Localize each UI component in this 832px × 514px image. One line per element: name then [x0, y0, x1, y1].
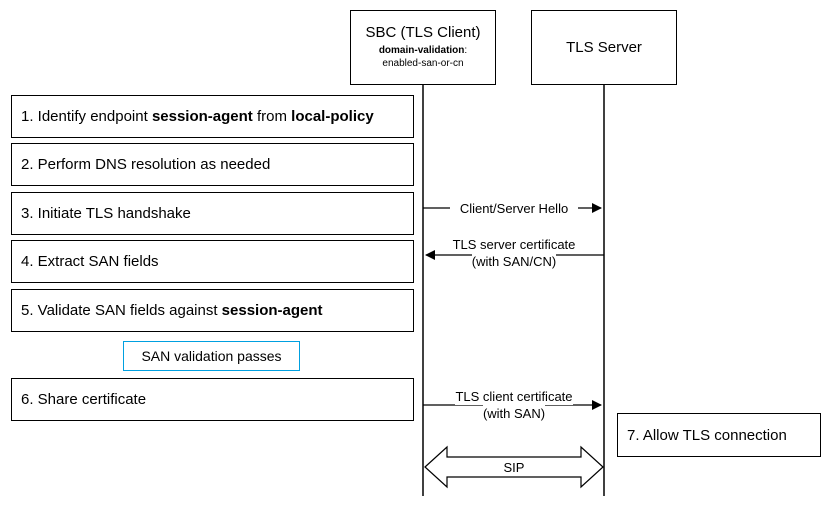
- step-4-box: 4. Extract SAN fields: [11, 240, 414, 283]
- sbc-participant-box: SBC (TLS Client) domain-validation: enab…: [350, 10, 496, 85]
- sip-label: SIP: [494, 459, 534, 476]
- sbc-title: SBC (TLS Client): [365, 24, 481, 41]
- tls-server-title: TLS Server: [566, 39, 642, 56]
- client-cert-label-line2: (with SAN): [482, 405, 546, 422]
- hello-label-text: Client/Server Hello: [459, 201, 569, 216]
- sbc-param-colon: :: [464, 45, 468, 56]
- server-cert-label-line1: TLS server certificate: [452, 236, 576, 253]
- sip-double-arrow: [424, 445, 604, 489]
- step-2-text: 2. Perform DNS resolution as needed: [21, 156, 271, 173]
- step-6-box: 6. Share certificate: [11, 378, 414, 421]
- step-1-bold-session-agent: session-agent: [151, 108, 253, 125]
- sbc-param-name: domain-validation: [378, 45, 465, 56]
- step-2-box: 2. Perform DNS resolution as needed: [11, 143, 414, 186]
- hello-label: Client/Server Hello: [450, 200, 578, 217]
- step-5-box: 5. Validate SAN fields against session-a…: [11, 289, 414, 332]
- sbc-param-value: enabled-san-or-cn: [382, 58, 464, 69]
- san-validation-note: SAN validation passes: [123, 341, 300, 371]
- sbc-param-line: domain-validation:: [351, 45, 495, 56]
- step-1-text: 1. Identify endpoint: [21, 108, 152, 125]
- tls-server-participant-box: TLS Server: [531, 10, 677, 85]
- step-6-text: 6. Share certificate: [21, 391, 147, 408]
- sip-label-text: SIP: [503, 460, 525, 475]
- step-5-bold-session-agent: session-agent: [221, 302, 323, 319]
- step-3-text: 3. Initiate TLS handshake: [21, 205, 191, 222]
- step-1-box: 1. Identify endpoint session-agent from …: [11, 95, 414, 138]
- step-7-text: 7. Allow TLS connection: [627, 426, 787, 444]
- server-cert-label-line2: (with SAN/CN): [471, 253, 557, 270]
- client-cert-label: TLS client certificate (with SAN): [440, 388, 588, 422]
- step-7-box: 7. Allow TLS connection: [617, 413, 821, 457]
- server-cert-label: TLS server certificate (with SAN/CN): [438, 236, 590, 270]
- step-5-text: 5. Validate SAN fields against: [21, 302, 222, 319]
- step-4-text: 4. Extract SAN fields: [21, 253, 159, 270]
- step-1-bold-local-policy: local-policy: [291, 108, 374, 125]
- san-validation-text: SAN validation passes: [141, 348, 282, 364]
- step-1-from: from: [252, 108, 292, 125]
- client-cert-label-line1: TLS client certificate: [455, 388, 573, 405]
- step-3-box: 3. Initiate TLS handshake: [11, 192, 414, 235]
